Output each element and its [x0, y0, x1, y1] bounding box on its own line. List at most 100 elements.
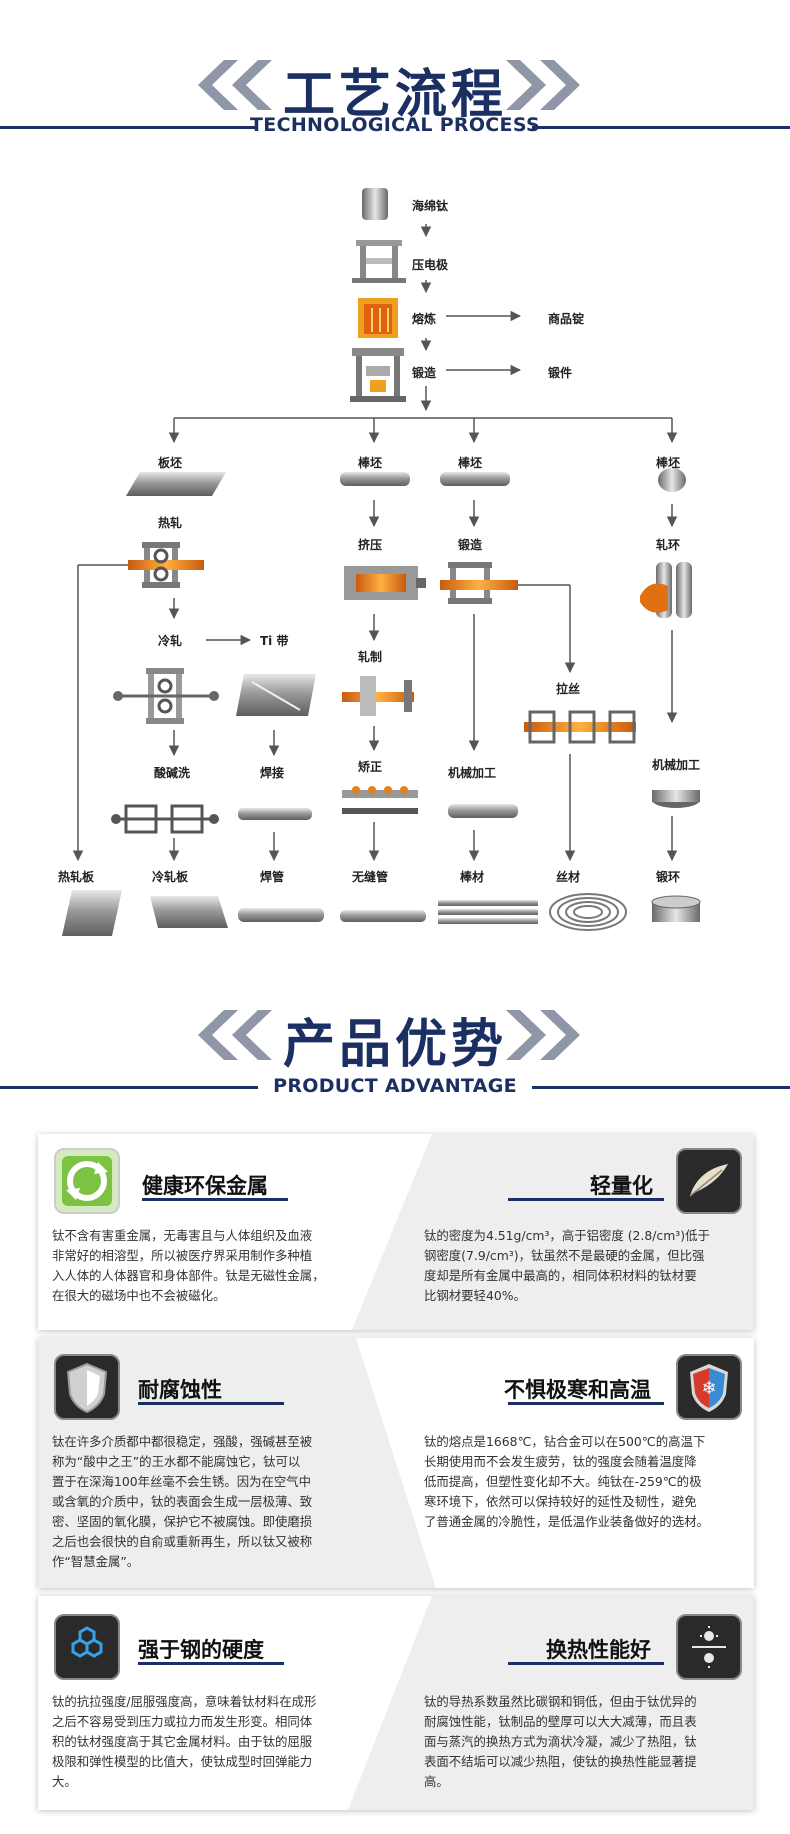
flow-label-hot-rolling: 热轧	[158, 516, 183, 530]
slab-icon	[126, 472, 226, 496]
flow-label-seamless-pipe: 无缝管	[352, 870, 389, 884]
advantage-title-6: 换热性能好	[546, 1638, 651, 1662]
flow-label-ti-strip: Ti 带	[260, 634, 289, 648]
rolling-tube-icon	[342, 676, 414, 716]
seamless-pipe-icon	[340, 910, 426, 922]
chevron-left-icon	[198, 1010, 272, 1060]
flow-label-pickling: 酸碱洗	[154, 766, 191, 780]
wire-coil-icon	[549, 893, 627, 931]
flow-label-melting: 熔炼	[412, 312, 437, 326]
welding-sheet-icon	[236, 674, 316, 716]
title-underline-4	[508, 1402, 664, 1405]
cold-rolled-plate-icon	[150, 896, 228, 928]
snowflake-shield-icon: ❄	[676, 1354, 742, 1420]
flow-label-extrusion: 挤压	[358, 538, 383, 552]
flow-label-machining-3: 机械加工	[448, 766, 497, 780]
svg-text:❄: ❄	[701, 1378, 716, 1399]
billet-icon-3	[440, 472, 510, 486]
header-rule-right	[532, 126, 790, 129]
title-underline-6	[508, 1662, 664, 1665]
flow-label-forging-rod: 锻造	[458, 538, 483, 552]
machined-rod-icon	[448, 804, 518, 818]
extrusion-icon	[344, 566, 426, 600]
wire-drawing-icon	[524, 710, 636, 744]
process-title: 工艺流程	[282, 65, 507, 125]
advantage-title-2: 轻量化	[590, 1174, 653, 1198]
flow-label-billet-3: 棒坯	[458, 456, 483, 470]
advantage-title: 产品优势	[282, 1015, 507, 1075]
cold-rolling-icon	[113, 668, 219, 724]
title-underline-2	[508, 1198, 664, 1201]
forged-ring-icon	[651, 895, 701, 922]
advantage-subtitle: PRODUCT ADVANTAGE	[273, 1075, 517, 1097]
flow-label-rolling: 轧制	[358, 650, 383, 664]
flow-label-welding: 焊接	[260, 766, 285, 780]
flow-label-commercial-ingot: 商品锭	[548, 312, 585, 326]
forging-rod-icon	[440, 562, 518, 604]
forging-press-icon	[350, 348, 406, 402]
advantage-text-5: 钛的抗拉强度/屈服强度高，意味着钛材料在成形 之后不容易受到压力或拉力而发生形变…	[52, 1694, 317, 1789]
hot-rolled-plate-icon	[62, 890, 122, 936]
header-rule-left	[0, 1086, 258, 1089]
sun-divide-icon	[676, 1614, 742, 1680]
process-subtitle: TECHNOLOGICAL PROCESS	[250, 114, 540, 136]
advantage-row-2: 耐腐蚀性 钛在许多介质都中都很稳定，强酸，强碱甚至被 称为“酸中之王”的王水都不…	[38, 1338, 754, 1588]
melting-furnace-icon	[358, 298, 398, 338]
header-rule-right	[532, 1086, 790, 1089]
welded-pipe-icon	[238, 908, 324, 922]
flow-label-slab: 板坯	[158, 456, 183, 470]
sponge-titanium-icon	[362, 188, 388, 220]
flow-label-bar: 棒材	[460, 870, 485, 884]
flow-label-sponge-ti: 海绵钛	[412, 199, 449, 213]
header-rule-left	[0, 126, 258, 129]
billet-icon-4	[658, 468, 686, 492]
pickling-icon	[111, 804, 219, 834]
advantage-title-3: 耐腐蚀性	[138, 1378, 222, 1402]
advantage-row-1: 健康环保金属 钛不含有害重金属，无毒害且与人体组织及血液 非常好的相溶型，所以被…	[38, 1134, 754, 1330]
chevron-left-icon	[198, 60, 272, 110]
flow-label-forged-ring: 锻环	[656, 870, 681, 884]
title-underline-3	[138, 1402, 284, 1405]
title-underline-1	[142, 1198, 288, 1201]
shield-icon	[54, 1354, 120, 1420]
advantage-title-1: 健康环保金属	[142, 1174, 268, 1198]
flow-label-welded-pipe: 焊管	[260, 870, 285, 884]
flow-label-cold-rolled-plate: 冷轧板	[152, 870, 189, 884]
advantage-title-5: 强于钢的硬度	[138, 1638, 264, 1662]
advantage-text-6: 钛的导热系数虽然比碳钢和铜低，但由于钛优异的 耐腐蚀性能，钛制品的壁厚可以大大减…	[424, 1694, 697, 1789]
flow-label-billet-4: 棒坯	[656, 456, 681, 470]
recycle-icon	[54, 1148, 120, 1214]
hexagon-icon	[54, 1614, 120, 1680]
feather-icon	[676, 1148, 742, 1214]
flow-label-press-electrode: 压电极	[412, 258, 449, 272]
title-underline-5	[138, 1662, 284, 1665]
process-flow-graphics	[62, 188, 701, 936]
flow-label-wire-drawing: 拉丝	[556, 682, 581, 696]
flow-label-forgings: 锻件	[548, 366, 573, 380]
advantage-text-3: 钛在许多介质都中都很稳定，强酸，强碱甚至被 称为“酸中之王”的王水都不能腐蚀它，…	[52, 1434, 313, 1569]
hot-rolling-icon	[128, 542, 204, 588]
chevron-right-icon	[506, 60, 580, 110]
advantage-title-4: 不惧极寒和高温	[504, 1378, 651, 1402]
bar-stock-icon	[438, 900, 538, 924]
ring-rolling-icon	[640, 562, 692, 618]
advantage-header: 产品优势 PRODUCT ADVANTAGE	[0, 960, 790, 1097]
process-header: 工艺流程 TECHNOLOGICAL PROCESS	[0, 0, 790, 136]
billet-icon-2	[340, 472, 410, 486]
flow-label-machining-4: 机械加工	[652, 758, 701, 772]
advantage-text-4: 钛的熔点是1668℃，钻合金可以在500℃的高温下 长期使用而不会发生疲劳，钛的…	[424, 1434, 709, 1529]
advantage-text-1: 钛不含有害重金属，无毒害且与人体组织及血液 非常好的相溶型，所以被医疗界采用制作…	[52, 1228, 325, 1303]
welded-tube-blank-icon	[238, 808, 312, 820]
chevron-right-icon	[506, 1010, 580, 1060]
flow-label-forging: 锻造	[412, 366, 437, 380]
straightening-icon	[342, 786, 418, 814]
press-electrode-icon	[352, 240, 406, 283]
flow-label-ring-rolling: 轧环	[656, 538, 681, 552]
advantage-text-2: 钛的密度为4.51g/cm³，高于铝密度 (2.8/cm³)低于 钢密度(7.9…	[424, 1228, 710, 1303]
flow-label-straightening: 矫正	[358, 760, 383, 774]
flow-label-cold-rolling: 冷轧	[158, 634, 183, 648]
flow-label-billet-2: 棒坯	[358, 456, 383, 470]
forged-ring-blank-icon	[652, 790, 700, 808]
process-flow-diagram: 海绵钛 压电极 熔炼 锻造 商品锭 锻件 板坯 热轧 冷轧 Ti 带 酸碱洗 焊…	[0, 170, 790, 960]
flow-label-hot-rolled-plate: 热轧板	[58, 870, 95, 884]
